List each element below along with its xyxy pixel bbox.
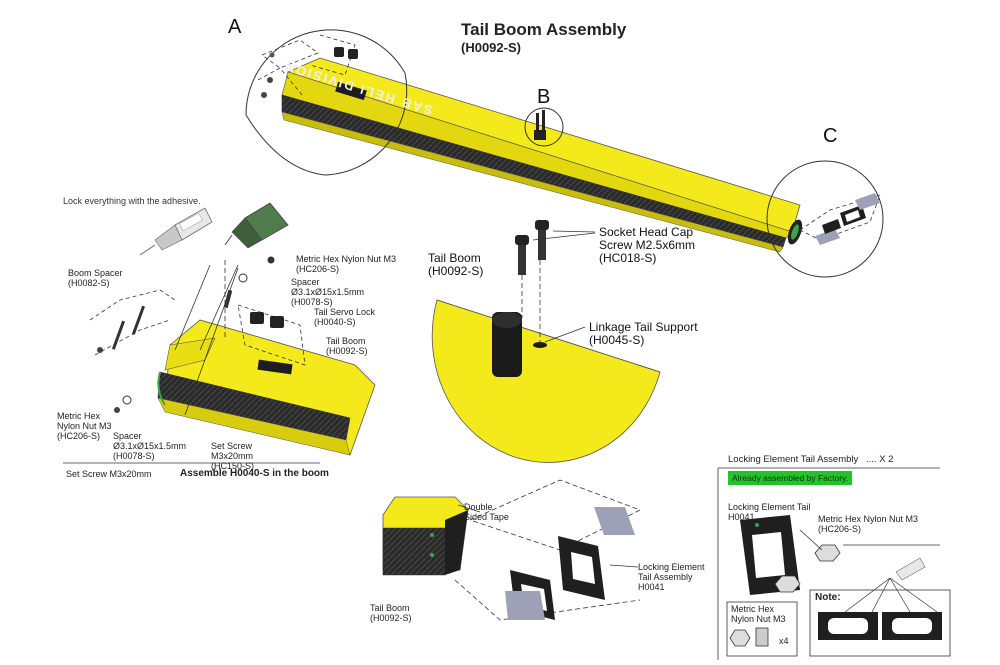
page-title: Tail Boom Assembly bbox=[461, 20, 627, 39]
label-nut-top: Metric Hex Nylon Nut M3 (HC206-S) bbox=[296, 254, 397, 274]
label-panel-nut: Metric Hex Nylon Nut M3 (HC206-S) bbox=[818, 514, 919, 534]
label-spacer-top: Spacer Ø3.1xØ15x1.5mm (H0078-S) bbox=[291, 277, 365, 307]
label-note: Note: bbox=[815, 592, 841, 603]
label-socket-screw: Socket Head Cap Screw M2.5x6mm (HC018-S) bbox=[599, 225, 696, 265]
label-nut-left: Metric Hex Nylon Nut M3 (HC206-S) bbox=[57, 411, 112, 441]
detail-a-boom bbox=[89, 256, 376, 456]
locking-panel-qty: .... X 2 bbox=[866, 454, 894, 465]
locking-panel bbox=[717, 467, 951, 660]
detail-letter-a: A bbox=[228, 16, 242, 38]
assemble-note: Assemble H0040-S in the boom bbox=[180, 468, 329, 479]
detail-letter-b: B bbox=[537, 86, 551, 108]
label-tail-boom-b: Tail Boom (H0092-S) bbox=[428, 251, 484, 278]
detail-letter-c: C bbox=[823, 125, 838, 147]
factory-assembled-badge: Already assembled by Factory. bbox=[728, 471, 853, 485]
label-servo-lock: Tail Servo Lock (H0040-S) bbox=[314, 307, 376, 327]
page-subtitle: (H0092-S) bbox=[461, 40, 521, 55]
label-locking-element: Locking Element Tail Assembly H0041 bbox=[638, 562, 705, 592]
adhesive-instruction: Lock everything with the adhesive. bbox=[63, 196, 201, 206]
adhesive-bottle-green bbox=[224, 202, 289, 249]
adhesive-bottle-white bbox=[139, 207, 213, 256]
detail-b-boom-section bbox=[431, 220, 661, 463]
label-set-screw-footer: Set Screw M3x20mm bbox=[66, 469, 152, 479]
label-tail-boom-c: Tail Boom (H0092-S) bbox=[370, 603, 412, 623]
label-nut-box: Metric Hex Nylon Nut M3 bbox=[731, 604, 786, 624]
label-locking-element-tail: Locking Element Tail H0041 bbox=[728, 502, 811, 522]
detail-a-circle bbox=[245, 29, 408, 176]
label-nut-qty: x4 bbox=[779, 636, 789, 646]
label-set-screw: Set Screw M3x20mm (HC150-S) bbox=[211, 441, 255, 471]
label-tail-boom-a: Tail Boom (H0092-S) bbox=[326, 336, 368, 356]
label-linkage-support: Linkage Tail Support (H0045-S) bbox=[589, 320, 698, 347]
detail-c-assembly bbox=[382, 479, 641, 621]
detail-c-circle bbox=[766, 160, 884, 278]
main-tail-boom bbox=[281, 57, 803, 253]
locking-panel-header: Locking Element Tail Assembly bbox=[728, 454, 859, 465]
label-double-tape: Double Sided Tape bbox=[464, 502, 509, 522]
detail-b-circle bbox=[524, 107, 564, 147]
label-spacer-bottom: Spacer Ø3.1xØ15x1.5mm (H0078-S) bbox=[113, 431, 187, 461]
label-boom-spacer: Boom Spacer (H0082-S) bbox=[68, 268, 123, 288]
